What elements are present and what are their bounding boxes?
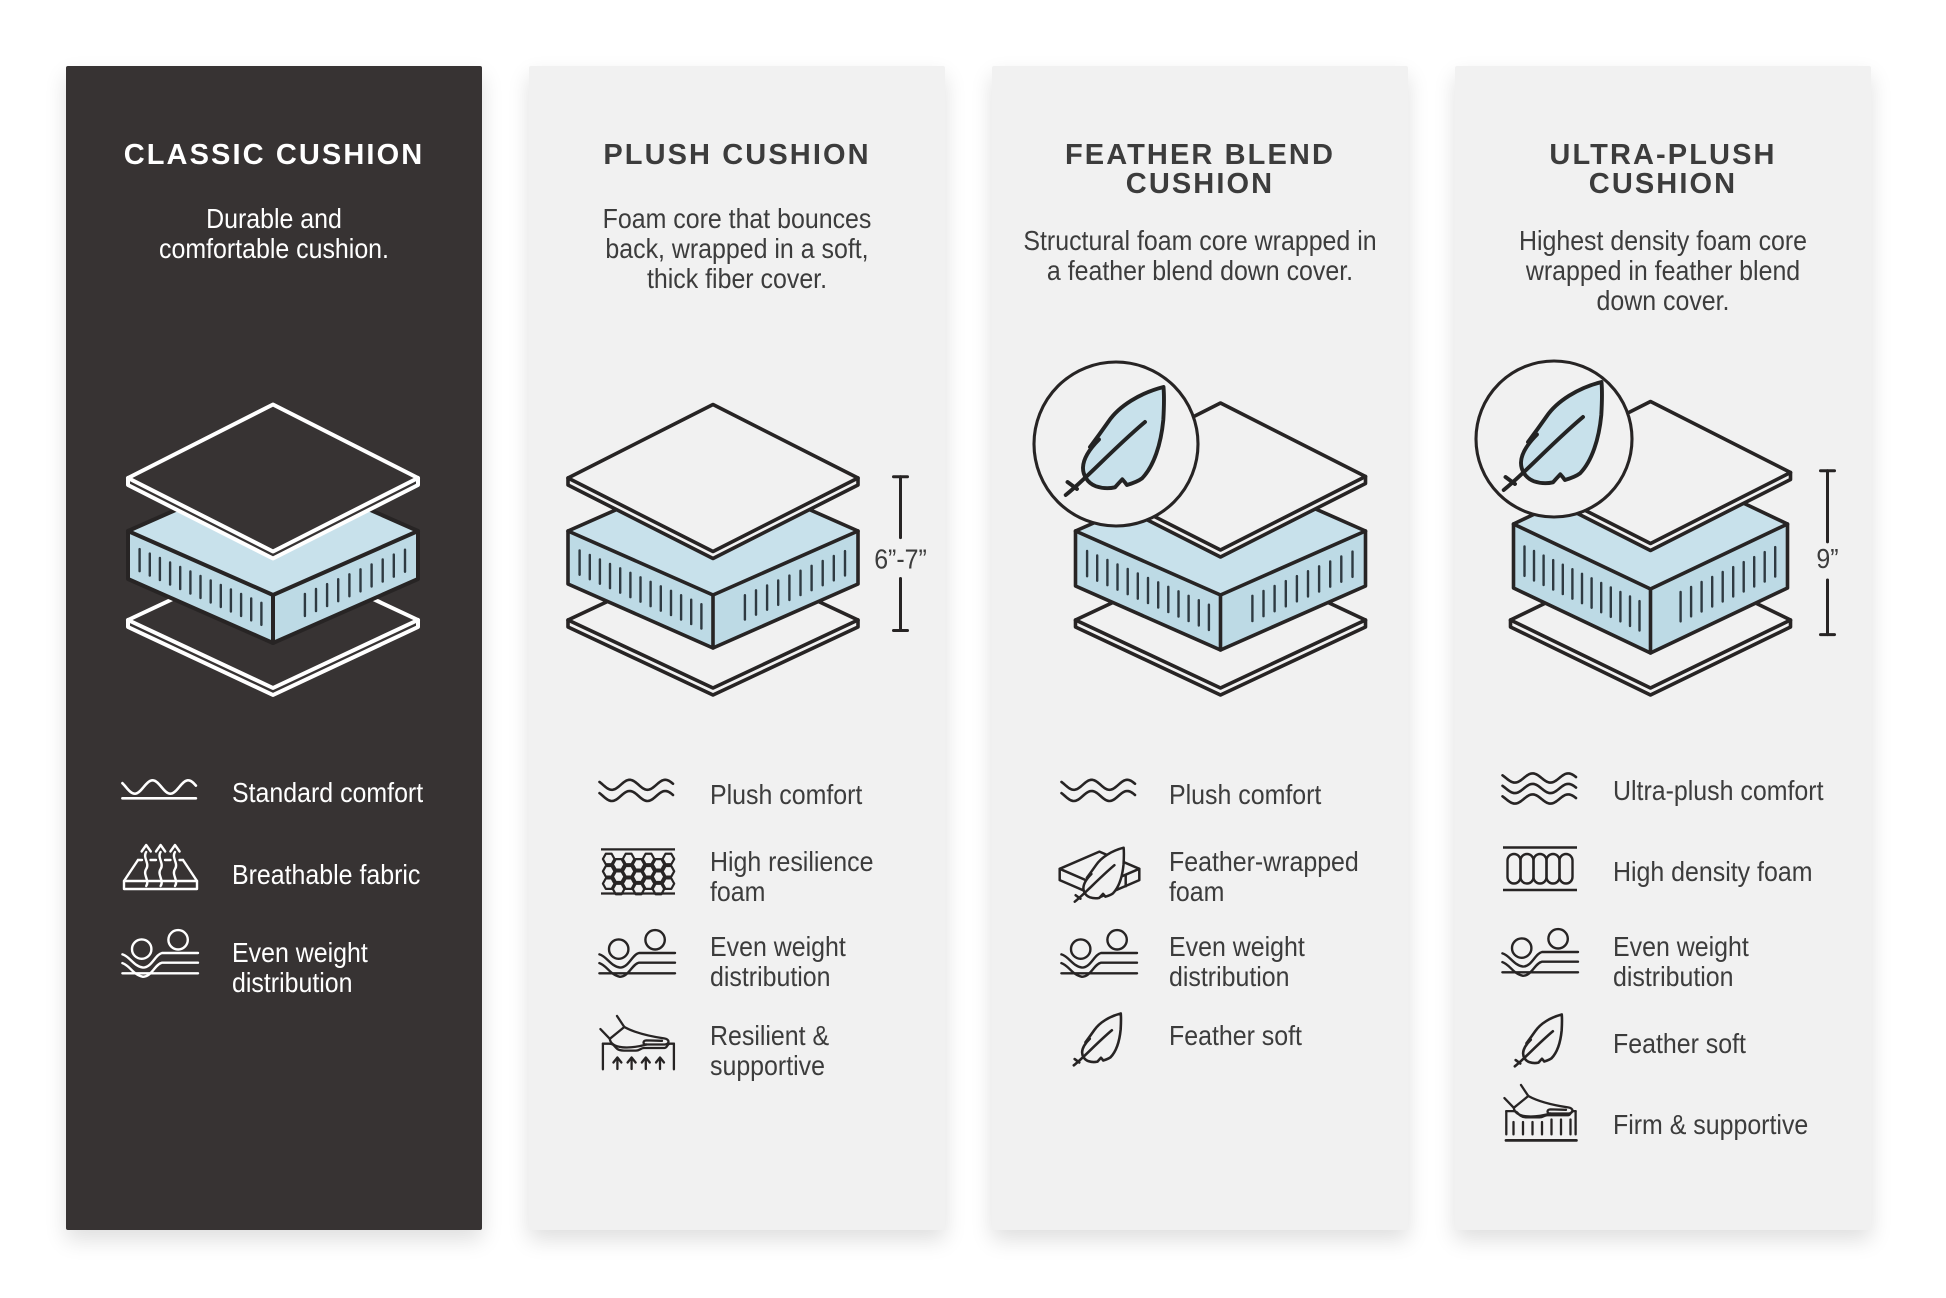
svg-text:9”: 9” bbox=[1816, 543, 1838, 575]
svg-text:6”-7”: 6”-7” bbox=[874, 543, 927, 575]
